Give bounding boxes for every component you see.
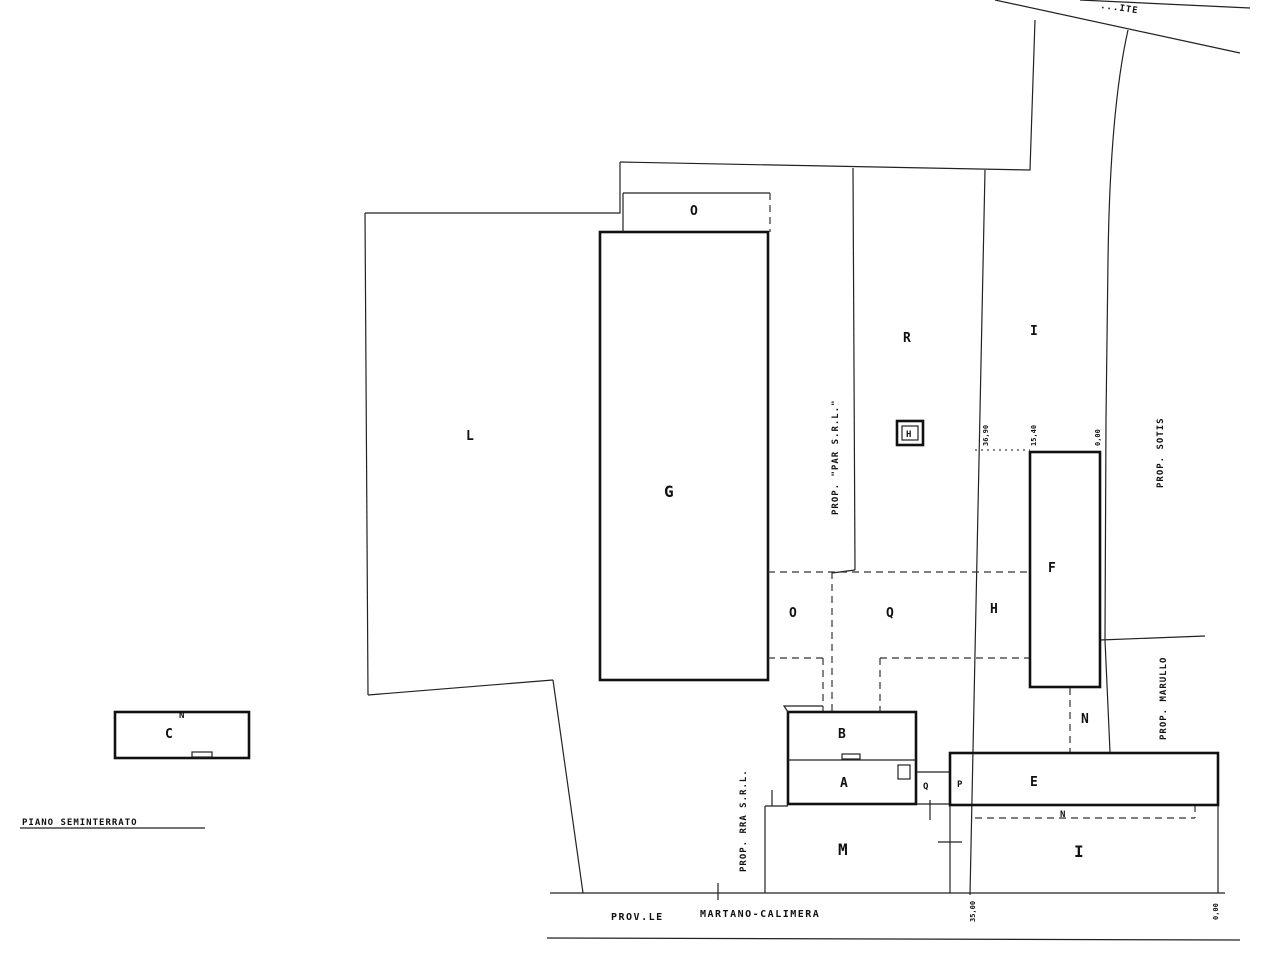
label-n-right: N <box>1081 712 1089 727</box>
dim-36-90: 36,90 <box>982 425 990 446</box>
lot-boundaries <box>364 19 1206 896</box>
label-a: A <box>840 776 848 791</box>
label-q-mid: Q <box>886 606 894 621</box>
label-o-top: O <box>690 204 698 219</box>
road-label-prov: PROV.LE <box>611 912 664 923</box>
label-i-top: I <box>1030 324 1038 339</box>
label-r: R <box>903 331 911 346</box>
label-p: P <box>957 780 963 790</box>
label-prop-rra: PROP. RRA S.R.L. <box>739 769 749 872</box>
label-l: L <box>466 429 474 444</box>
building-f <box>1028 450 1102 689</box>
zone-o-top <box>622 192 771 232</box>
label-h-center: H <box>906 430 912 440</box>
zone-q-p <box>916 760 962 893</box>
center-marker <box>895 419 925 447</box>
top-road-label: ...ITE <box>1100 1 1140 16</box>
label-h-mid: H <box>990 602 998 617</box>
dim-15-40: 15,40 <box>1030 425 1038 446</box>
road-label-martano: MARTANO-CALIMERA <box>700 909 820 920</box>
label-g: G <box>664 482 674 501</box>
courtyard-dashed-lines <box>768 571 1196 819</box>
dim-0-bottom: 0,00 <box>1212 903 1220 920</box>
label-n-c: N <box>179 711 185 721</box>
label-prop-par: PROP. "PAR S.R.L." <box>831 399 841 515</box>
building-ab <box>782 705 918 806</box>
label-n-under-e: N <box>1060 810 1066 820</box>
label-c: C <box>165 727 173 742</box>
unit-c <box>113 710 251 760</box>
label-prop-marullo: PROP. MARULLO <box>1159 657 1169 740</box>
top-road: ...ITE <box>994 0 1251 54</box>
label-i-bottom: I <box>1074 842 1084 861</box>
label-e: E <box>1030 775 1038 790</box>
lower-zones <box>764 790 1219 893</box>
label-m: M <box>838 840 848 859</box>
building-g <box>598 230 770 682</box>
label-b: B <box>838 727 846 742</box>
label-f: F <box>1048 561 1056 576</box>
dim-0-top: 0,00 <box>1094 429 1102 446</box>
building-e <box>948 751 1220 807</box>
label-o-mid: O <box>789 606 797 621</box>
bottom-road <box>546 883 1241 941</box>
page-title: PIANO SEMINTERRATO <box>22 818 138 828</box>
dim-35-00: 35,00 <box>969 901 977 922</box>
label-q-small: Q <box>923 782 929 792</box>
label-prop-sotis: PROP. SOTIS <box>1156 417 1166 488</box>
